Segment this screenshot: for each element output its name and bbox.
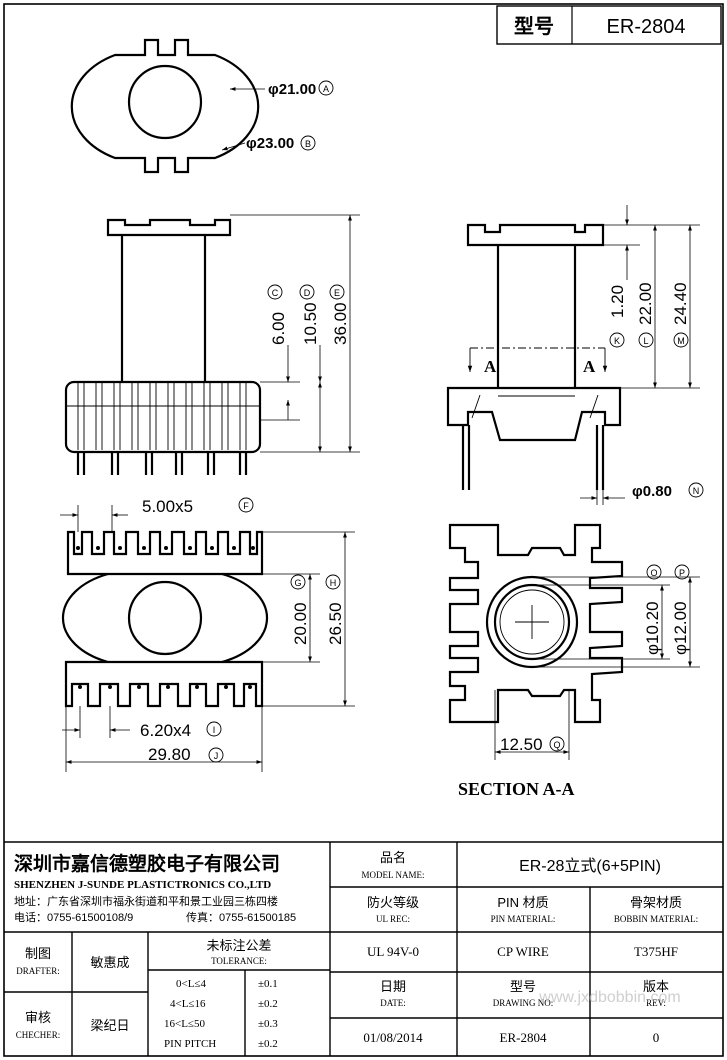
dim-a-tag: A [323,84,329,94]
watermark: www.jxdbobbin.com [538,989,680,1006]
dim-c-value: 6.00 [269,312,288,345]
tolerance-value: ±0.2 [258,998,278,1010]
drafter-label-cn: 制图 [25,946,51,961]
dim-k-value: 1.20 [608,285,627,318]
company-name-cn: 深圳市嘉信德塑胶电子有限公司 [14,852,280,875]
dim-f-tag: F [243,501,249,511]
bobbin-label-cn: 骨架材质 [630,895,682,910]
ul-value: UL 94V-0 [367,944,419,959]
dim-o-value: φ10.20 [643,601,662,655]
dim-q-tag: Q [553,740,560,750]
bobbin-value: T375HF [634,944,678,959]
dim-g-tag: G [294,578,301,588]
tolerance-range: PIN PITCH [164,1038,216,1050]
section-view: φ10.20 O φ12.00 P 12.50 Q SECTION A-A [448,523,700,799]
checker-label-en: CHECHER: [16,1030,61,1040]
model-label-cn: 品名 [380,850,406,865]
dim-n-tag: N [693,486,700,496]
date-label-cn: 日期 [380,979,406,994]
header-type-label: 型号 [514,15,554,38]
tolerance-range: 0<L≤4 [176,978,206,990]
dim-p-value: φ12.00 [671,601,690,655]
title-block: 深圳市嘉信德塑胶电子有限公司 SHENZHEN J-SUNDE PLASTICT… [4,841,723,1056]
pin-value: CP WIRE [497,944,549,959]
tolerance-value: ±0.3 [258,1018,278,1030]
pin-label-en: PIN MATERIAL: [491,914,556,924]
ul-label-cn: 防火等级 [367,895,419,910]
section-caption: SECTION A-A [458,779,575,799]
dim-e-tag: E [334,288,340,298]
tolerance-value: ±0.1 [258,978,278,990]
company-name-en: SHENZHEN J-SUNDE PLASTICTRONICS CO.,LTD [14,879,271,891]
tolerance-label-cn: 未标注公差 [206,938,271,953]
drafter-label-en: DRAFTER: [16,966,60,976]
header-box: 型号 ER-2804 [496,5,722,45]
dim-b-tag: B [305,139,311,149]
bobbin-label-en: BOBBIN MATERIAL: [614,914,698,924]
dim-q-value: 12.50 [500,735,543,754]
dim-k-tag: K [614,336,620,346]
tolerance-range: 16<L≤50 [164,1018,205,1030]
tolerance-label-en: TOLERANCE: [211,956,267,966]
rev-value: 0 [653,1030,660,1045]
dim-g-value: 20.00 [291,602,310,645]
dim-b-value: φ23.00 [246,135,294,152]
dim-a-value: φ21.00 [268,81,316,98]
section-mark-right: A [583,357,596,376]
checker-value: 梁纪日 [90,1018,129,1033]
drawing-value: ER-2804 [500,1030,547,1045]
model-value: ER-28立式(6+5PIN) [519,857,661,875]
dim-f-value: 5.00x5 [142,497,193,516]
header-type-value: ER-2804 [607,16,686,38]
dim-n-value: φ0.80 [632,483,672,500]
tolerance-value: ±0.2 [258,1038,278,1050]
drawing-label-cn: 型号 [510,979,536,994]
dim-e-value: 36.00 [331,302,350,345]
bottom-view: 5.00x5 F 20.00 G 26.50 H 6.20x4 I 29.80 … [60,497,355,772]
section-mark-left: A [484,357,497,376]
side-view: A A 1.20 22.00 24.40 K L M φ0.80 N [446,205,704,505]
dim-c-tag: C [272,288,279,298]
dim-m-tag: M [677,336,685,346]
model-label-en: MODEL NAME: [362,870,425,880]
top-view: φ21.00 A φ23.00 B [70,38,334,174]
drawing-label-en: DRAWING NO: [493,998,554,1008]
front-view: 6.00 10.50 36.00 C D E [64,214,360,475]
ul-label-en: UL REC: [376,914,410,924]
rev-label-en: REV: [646,998,666,1008]
tolerance-range: 4<L≤16 [170,998,206,1010]
dim-l-value: 22.00 [636,282,655,325]
pin-label-cn: PIN 材质 [497,895,548,910]
dim-l-tag: L [643,336,648,346]
dim-d-value: 10.50 [301,302,320,345]
company-address: 地址：广东省深圳市福永街道和平和景工业园三栋四楼 [14,894,278,908]
drafter-value: 敏惠成 [90,955,129,970]
date-label-en: DATE: [380,998,406,1008]
dim-h-tag: H [330,578,337,588]
dim-h-value: 26.50 [326,602,345,645]
dim-m-value: 24.40 [671,282,690,325]
checker-label-cn: 审核 [25,1010,51,1025]
dim-i-value: 6.20x4 [140,721,191,740]
company-fax: 传真：0755-61500185 [186,910,296,924]
dim-i-tag: I [213,725,216,735]
dim-d-tag: D [304,288,311,298]
tolerance-rows: 0<L≤4 ±0.1 4<L≤16 ±0.2 16<L≤50 ±0.3 PIN … [164,978,278,1050]
dim-o-tag: O [650,568,657,578]
company-phone: 电话：0755-61500108/9 [14,911,133,924]
dim-j-value: 29.80 [148,745,191,764]
date-value: 01/08/2014 [363,1030,423,1045]
rev-label-cn: 版本 [643,979,669,994]
dim-p-tag: P [679,568,685,578]
sheet-border [3,3,724,1057]
dim-j-tag: J [214,751,219,761]
